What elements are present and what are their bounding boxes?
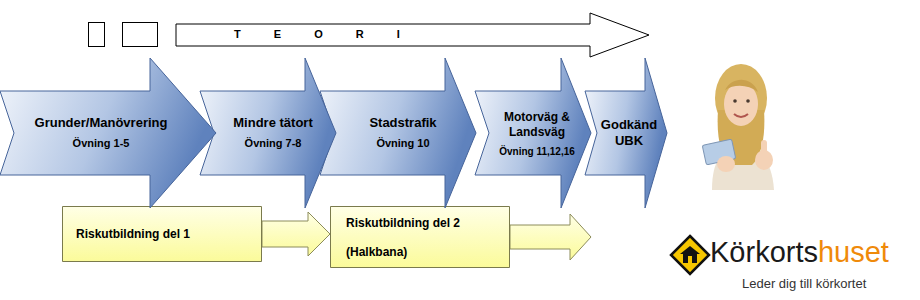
node-outline-path <box>176 13 649 57</box>
stage-exercise: Övning 1-5 <box>73 137 130 151</box>
stage-exercise: Övning 10 <box>376 137 429 151</box>
small-box <box>123 23 158 47</box>
node-outline-path <box>200 58 336 208</box>
theory-label: T E O R I <box>234 28 400 42</box>
course-title: Riskutbildning del 1 <box>76 227 190 242</box>
logo-word: Körkorts <box>710 237 818 269</box>
logo-tagline: Leder dig till körkortet <box>742 277 866 291</box>
text-area: Mindre tätortÖvning 7-8 <box>218 91 328 175</box>
stage-chevron: Motorväg & LandsvägÖvning 11,12,16 <box>475 58 591 208</box>
text-area: Riskutbildning del 1 <box>76 206 256 262</box>
text-area: Riskutbildning del 2 (Halkbana) <box>346 210 504 264</box>
text-area: Godkänd UBK <box>597 91 661 175</box>
node-outline <box>0 58 216 208</box>
course-box: Riskutbildning del 1 <box>62 206 262 262</box>
stage-title: Stadstrafik <box>369 115 436 131</box>
stage-chevron: Godkänd UBK <box>585 58 667 208</box>
node-outline-path <box>475 58 591 208</box>
stage-exercise: Övning 7-8 <box>245 137 302 151</box>
stage-title: Grunder/Manövrering <box>35 115 168 131</box>
stage-exercise: Övning 11,12,16 <box>499 146 575 159</box>
text-area: Motorväg & LandsvägÖvning 11,12,16 <box>489 88 585 180</box>
logo-word: huset <box>818 237 889 269</box>
stage-title: Motorväg & Landsväg <box>489 110 585 140</box>
stage-chevron: Mindre tätortÖvning 7-8 <box>200 58 336 208</box>
logo-icon <box>671 236 709 274</box>
node-outline-path <box>585 58 667 208</box>
block-arrow <box>262 212 330 256</box>
stage-title: Godkänd UBK <box>597 117 661 150</box>
stage-chevron: Grunder/ManövreringÖvning 1-5 <box>0 58 216 208</box>
node-outline <box>200 58 336 208</box>
stage-chevron: StadstrafikÖvning 10 <box>320 58 476 208</box>
stage-title: Mindre tätort <box>233 115 312 131</box>
small-box <box>89 23 105 47</box>
node-outline-path <box>320 58 476 208</box>
logo-wordmark: Körkortshuset <box>710 237 889 269</box>
node-outline-path <box>331 207 510 268</box>
course-title: Riskutbildning del 2 <box>346 216 460 231</box>
node-outline <box>320 58 476 208</box>
node-outline-path <box>63 207 262 262</box>
person-photo <box>698 62 780 190</box>
course-note: (Halkbana) <box>346 245 407 260</box>
text-area: Grunder/ManövreringÖvning 1-5 <box>16 91 186 175</box>
theory-arrow: T E O R I <box>176 12 650 58</box>
text-area: T E O R I <box>234 24 574 46</box>
open-arrow <box>510 214 591 260</box>
course-box: Riskutbildning del 2 (Halkbana) <box>330 206 510 268</box>
text-area: StadstrafikÖvning 10 <box>338 91 468 175</box>
node-outline-path <box>0 58 216 208</box>
